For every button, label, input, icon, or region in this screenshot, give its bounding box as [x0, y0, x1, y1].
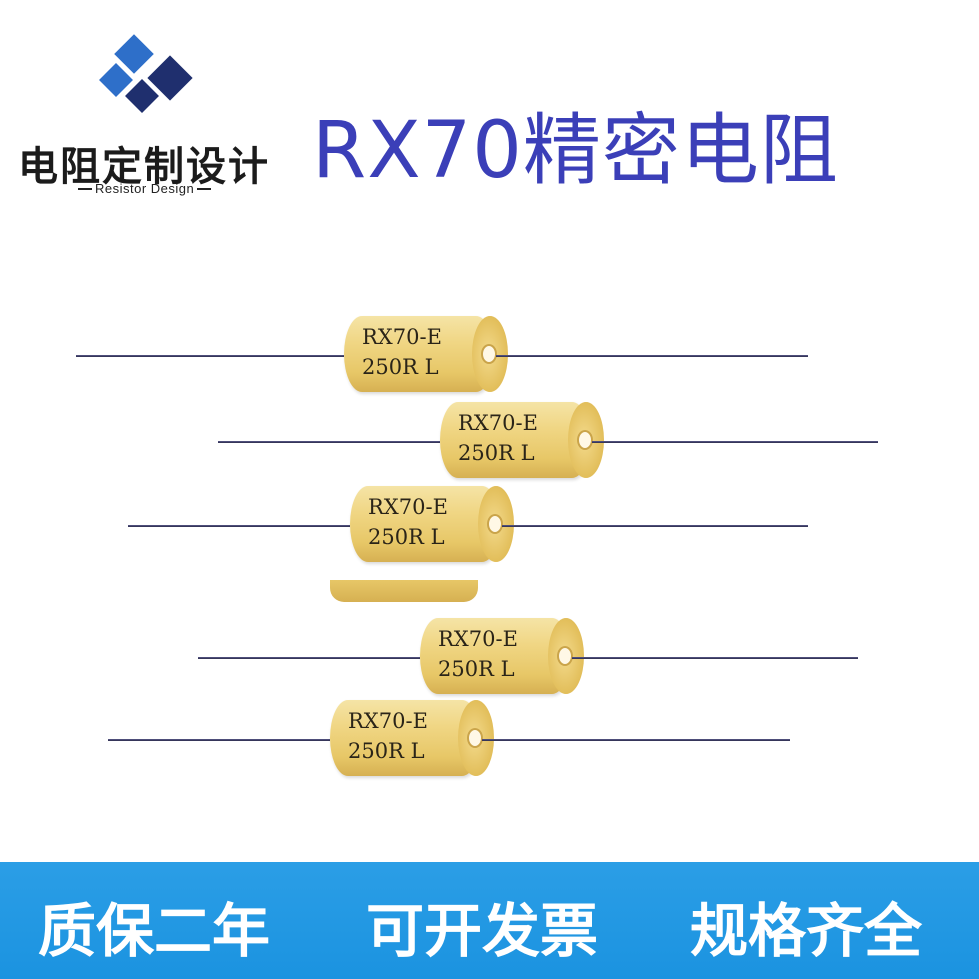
- resistor-part-number: RX70-E: [458, 411, 538, 435]
- resistor-value: 250R L: [458, 441, 535, 465]
- resistor: RX70-E 250R L: [76, 316, 808, 396]
- resistor-end-cap: [478, 486, 514, 562]
- resistor-lead-right: [592, 441, 878, 443]
- resistor-end-cap: [458, 700, 494, 776]
- resistor-end-cap: [568, 402, 604, 478]
- feature-banner: 质保二年 可开发票 规格齐全: [0, 862, 979, 979]
- resistor-marking: RX70-E 250R L: [438, 624, 518, 684]
- resistor-body: RX70-E 250R L: [344, 316, 494, 392]
- resistor-value: 250R L: [368, 525, 445, 549]
- logo-mark-icon: [99, 34, 193, 113]
- resistor-value: 250R L: [438, 657, 515, 681]
- resistor-part-number: RX70-E: [438, 627, 518, 651]
- resistor-lead-right: [572, 657, 858, 659]
- resistor-lead-hole: [467, 728, 483, 748]
- resistor-lead-right: [496, 355, 808, 357]
- feature-warranty: 质保二年: [38, 897, 271, 965]
- resistor-marking: RX70-E 250R L: [362, 322, 442, 382]
- resistor: RX70-E 250R L: [108, 700, 790, 780]
- resistor-part-number: RX70-E: [368, 495, 448, 519]
- resistor: RX70-E 250R L: [218, 402, 878, 482]
- resistor-part-number: RX70-E: [348, 709, 428, 733]
- product-photo: RX70-E 250R L RX70-E 250R L RX70-E 250R …: [0, 290, 979, 850]
- resistor-lead-left: [198, 657, 420, 659]
- feature-specs: 规格齐全: [690, 897, 923, 965]
- resistor: RX70-E 250R L: [128, 486, 808, 566]
- resistor: RX70-E 250R L: [198, 618, 858, 698]
- resistor-end-cap: [472, 316, 508, 392]
- resistor-lead-right: [482, 739, 790, 741]
- resistor-value: 250R L: [362, 355, 439, 379]
- feature-invoice: 可开发票: [366, 897, 599, 965]
- resistor-value: 250R L: [348, 739, 425, 763]
- brand-logo: 电阻定制设计 Resistor Design: [0, 0, 290, 210]
- resistor-part-number: RX70-E: [362, 325, 442, 349]
- resistor-lead-hole: [481, 344, 497, 364]
- resistor-lead-hole: [557, 646, 573, 666]
- resistor-marking: RX70-E 250R L: [368, 492, 448, 552]
- resistor-body: RX70-E 250R L: [420, 618, 570, 694]
- resistor-lead-left: [108, 739, 330, 741]
- resistor-body: RX70-E 250R L: [330, 700, 480, 776]
- resistor-partial-body: [330, 580, 478, 602]
- resistor-lead-left: [128, 525, 350, 527]
- resistor-body: RX70-E 250R L: [350, 486, 500, 562]
- product-title: RX70精密电阻: [312, 106, 839, 196]
- resistor-body: RX70-E 250R L: [440, 402, 590, 478]
- resistor-lead-hole: [577, 430, 593, 450]
- resistor-end-cap: [548, 618, 584, 694]
- resistor-lead-right: [502, 525, 808, 527]
- logo-english-name: Resistor Design: [78, 181, 211, 196]
- resistor-marking: RX70-E 250R L: [348, 706, 428, 766]
- resistor-lead-left: [218, 441, 440, 443]
- resistor-lead-hole: [487, 514, 503, 534]
- resistor-marking: RX70-E 250R L: [458, 408, 538, 468]
- resistor-lead-left: [76, 355, 344, 357]
